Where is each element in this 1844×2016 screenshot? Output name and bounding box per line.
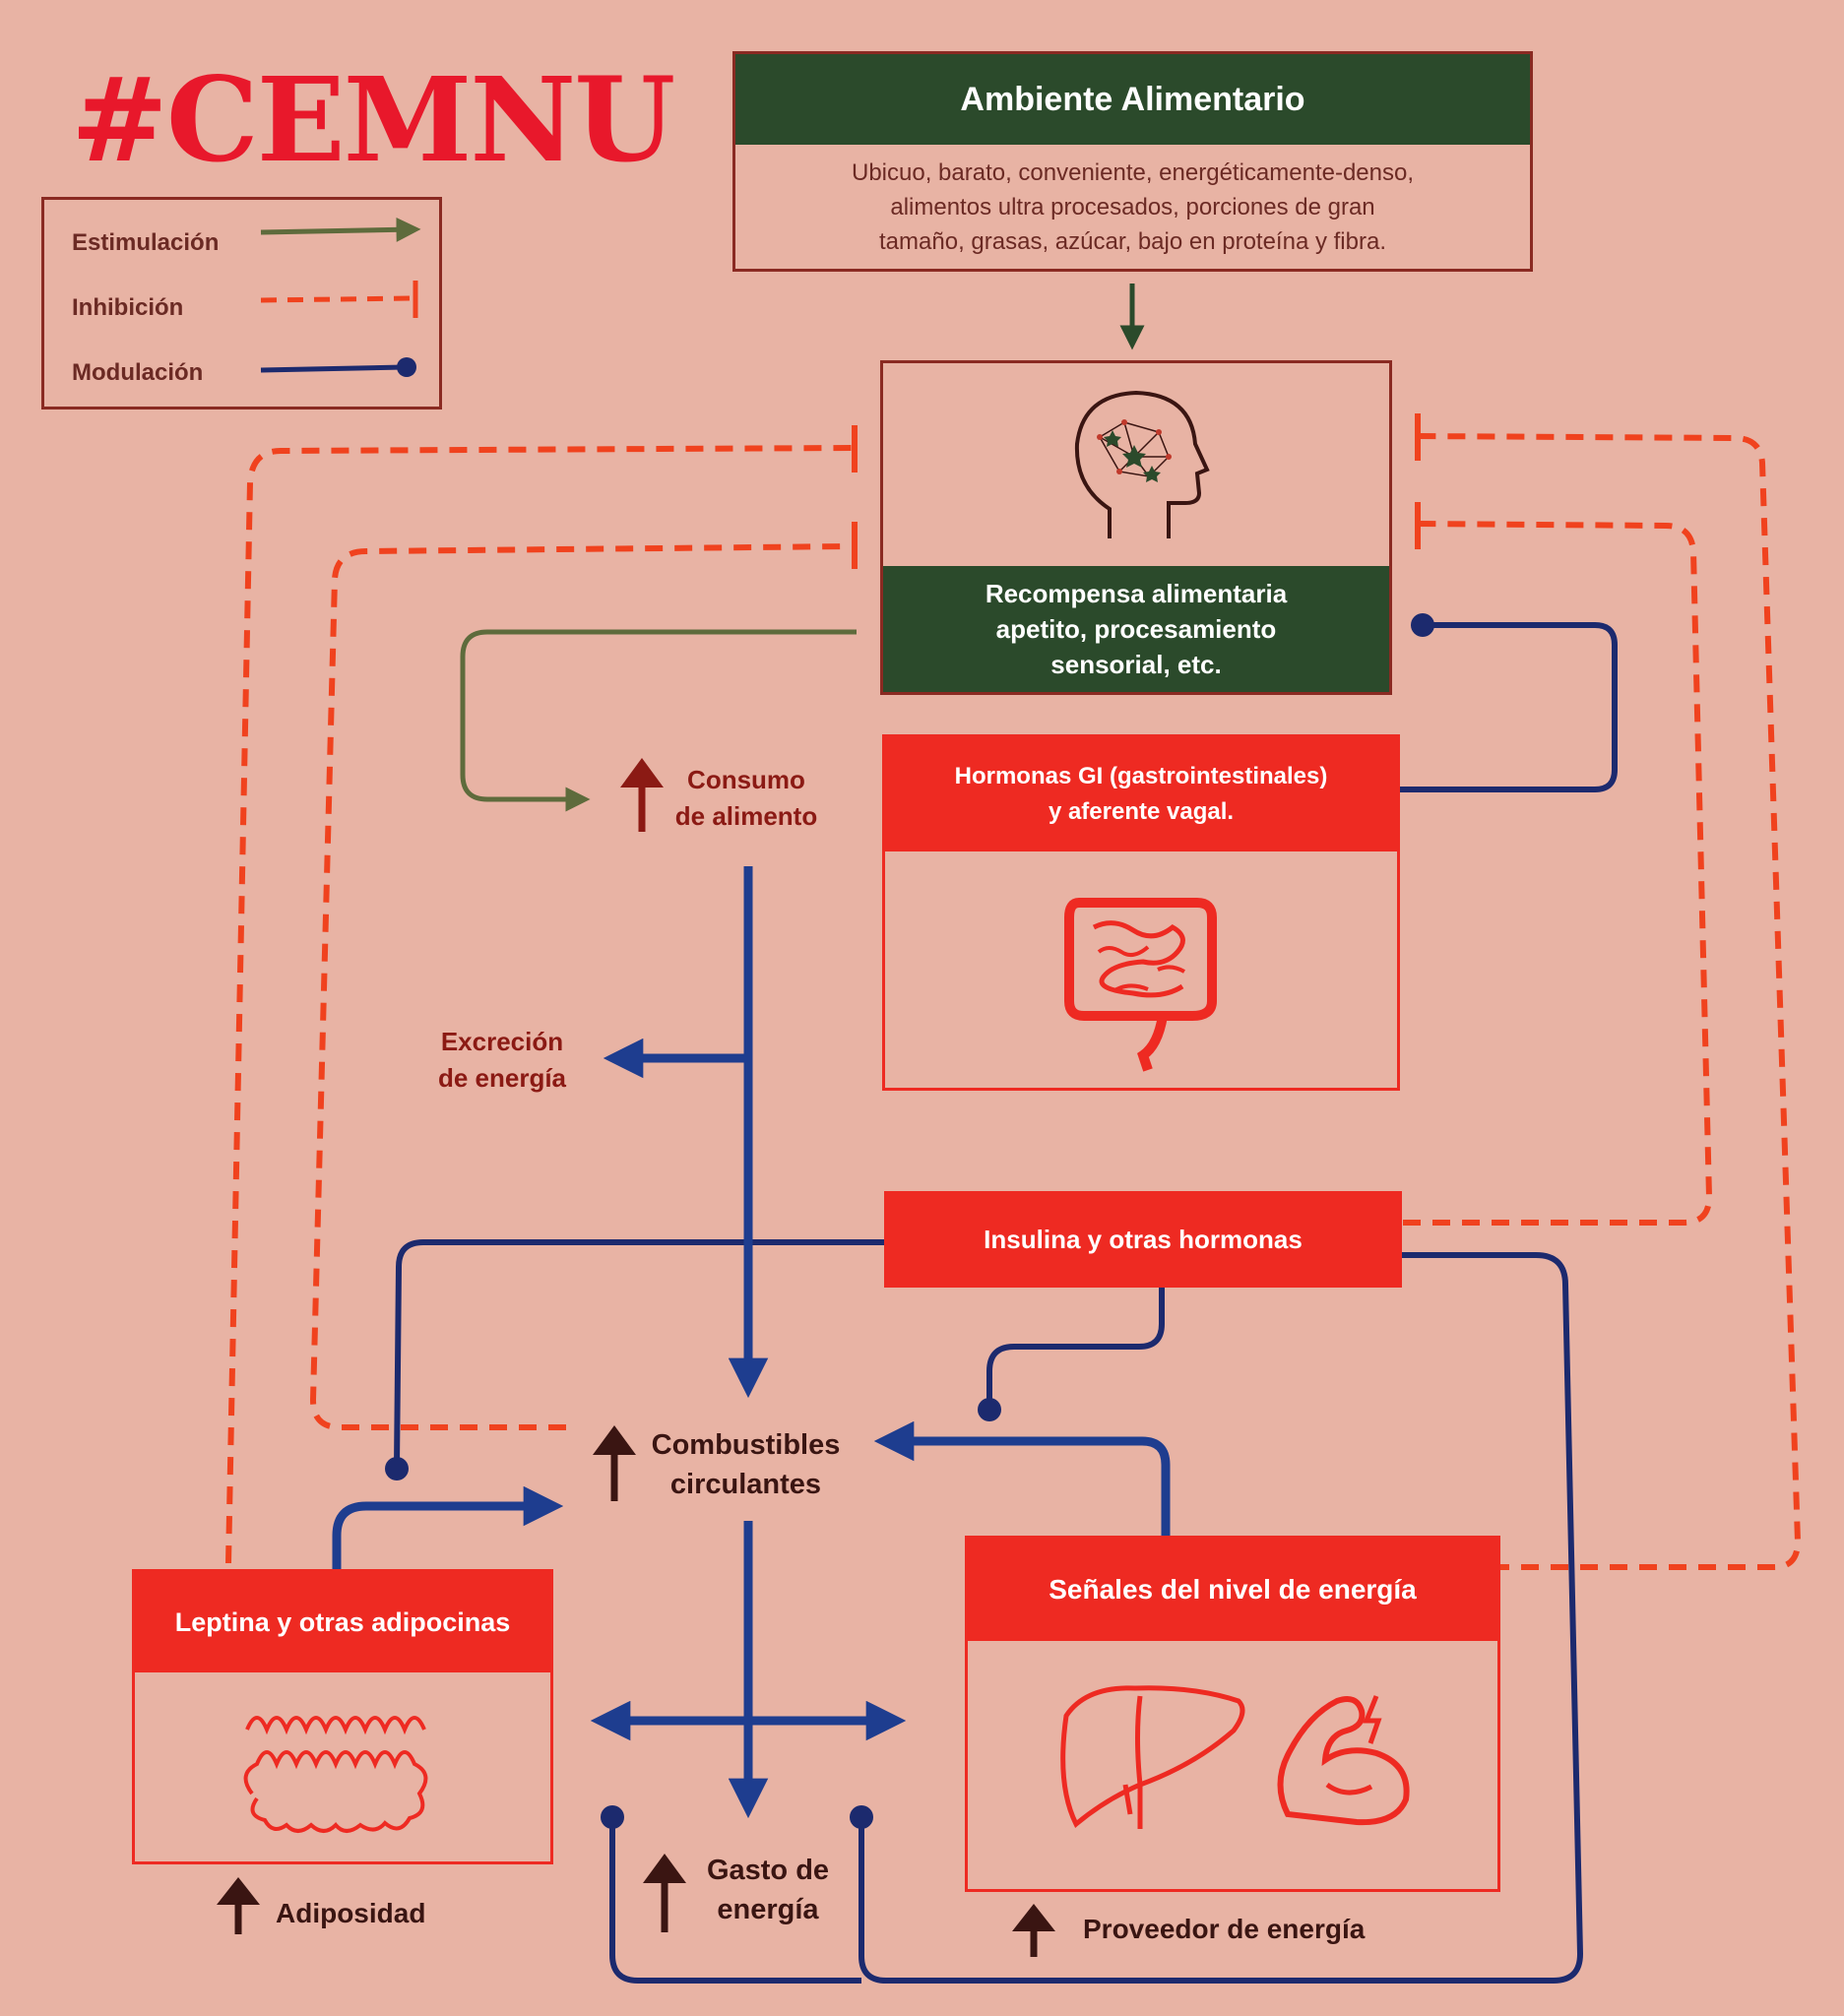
liver-icon <box>1060 1685 1245 1829</box>
up-arrow-intake <box>620 758 664 832</box>
up-arrow-expenditure <box>643 1854 686 1932</box>
inhibition-bars <box>852 413 1421 569</box>
node-energy-signals: Señales del nivel de energía <box>965 1536 1500 1892</box>
label-energy-excretion: Excreción de energía <box>437 1027 567 1093</box>
modulation-dots <box>385 613 1434 1829</box>
label-energy-provider: Proveedor de energía <box>1083 1914 1366 1944</box>
modulation-lines <box>394 622 1618 1984</box>
label-adiposity: Adiposidad <box>276 1898 426 1928</box>
node-insulin-title: Insulina y otras hormonas <box>984 1224 1303 1254</box>
arrow-leptin-to-fuels <box>332 1485 564 1569</box>
inhibition-loop-energy-outer <box>1417 433 1802 1570</box>
modulation-insulin-to-expenditure <box>858 1252 1584 1984</box>
arrow-reward-to-intake <box>460 629 857 812</box>
up-arrow-adiposity <box>217 1877 260 1934</box>
node-insulin: Insulina y otras hormonas <box>884 1191 1402 1288</box>
label-circulating-fuels: Combustibles circulantes <box>651 1429 841 1500</box>
node-ambient: Ambiente Alimentario Ubicuo, barato, con… <box>732 51 1533 272</box>
node-energy-signals-title: Señales del nivel de energía <box>968 1539 1497 1641</box>
inhibition-loops <box>225 433 1802 1570</box>
inhibition-loop-leptin-outer <box>225 445 854 1564</box>
modulation-insulin-to-leptin-path <box>394 1239 884 1468</box>
muscle-icon <box>1277 1695 1410 1826</box>
legend-stimulation-label: Estimulación <box>72 229 220 256</box>
node-gi-title: Hormonas GI (gastrointestinales) y afere… <box>885 737 1397 851</box>
legend-modulation-line <box>260 364 405 373</box>
node-reward: Recompensa alimentaria apetito, procesam… <box>880 360 1392 695</box>
node-leptin-title: Leptina y otras adipocinas <box>135 1572 550 1672</box>
intestine-icon <box>1064 898 1217 1072</box>
legend-modulation-label: Modulación <box>72 359 204 386</box>
modulation-insulin-to-fuels <box>986 1288 1165 1408</box>
head-brain-icon <box>1074 390 1210 538</box>
legend-modulation-dot <box>397 357 416 377</box>
inhibition-loop-insulin-inner <box>1403 521 1713 1226</box>
label-food-intake: Consumo de alimento <box>674 765 818 831</box>
label-energy-expenditure: Gasto de energía <box>706 1855 830 1925</box>
node-reward-title: Recompensa alimentaria apetito, procesam… <box>883 566 1389 692</box>
node-gi-hormones: Hormonas GI (gastrointestinales) y afere… <box>882 734 1400 1091</box>
legend-samples <box>260 217 421 377</box>
arrow-energy-to-fuels <box>873 1420 1171 1536</box>
adipose-tissue-icon <box>243 1716 428 1833</box>
node-ambient-body: Ubicuo, barato, conveniente, energéticam… <box>851 158 1415 255</box>
node-ambient-title: Ambiente Alimentario <box>735 54 1530 145</box>
up-arrows <box>217 758 1055 1957</box>
modulation-gi-to-reward <box>1396 622 1618 792</box>
inhibition-loop-fuels-inner <box>309 543 854 1430</box>
up-arrow-provider <box>1012 1904 1055 1957</box>
brand-logo: #CEMNU <box>71 51 675 188</box>
energy-flow <box>332 866 1171 1819</box>
legend-inhibition-label: Inhibición <box>72 294 184 321</box>
modulation-bottom-loop <box>609 1819 861 1984</box>
legend-stimulation-line <box>260 217 421 242</box>
node-leptin: Leptina y otras adipocinas <box>132 1569 553 1864</box>
legend: Estimulación Inhibición Modulación <box>41 197 442 410</box>
up-arrow-fuels <box>593 1425 636 1501</box>
